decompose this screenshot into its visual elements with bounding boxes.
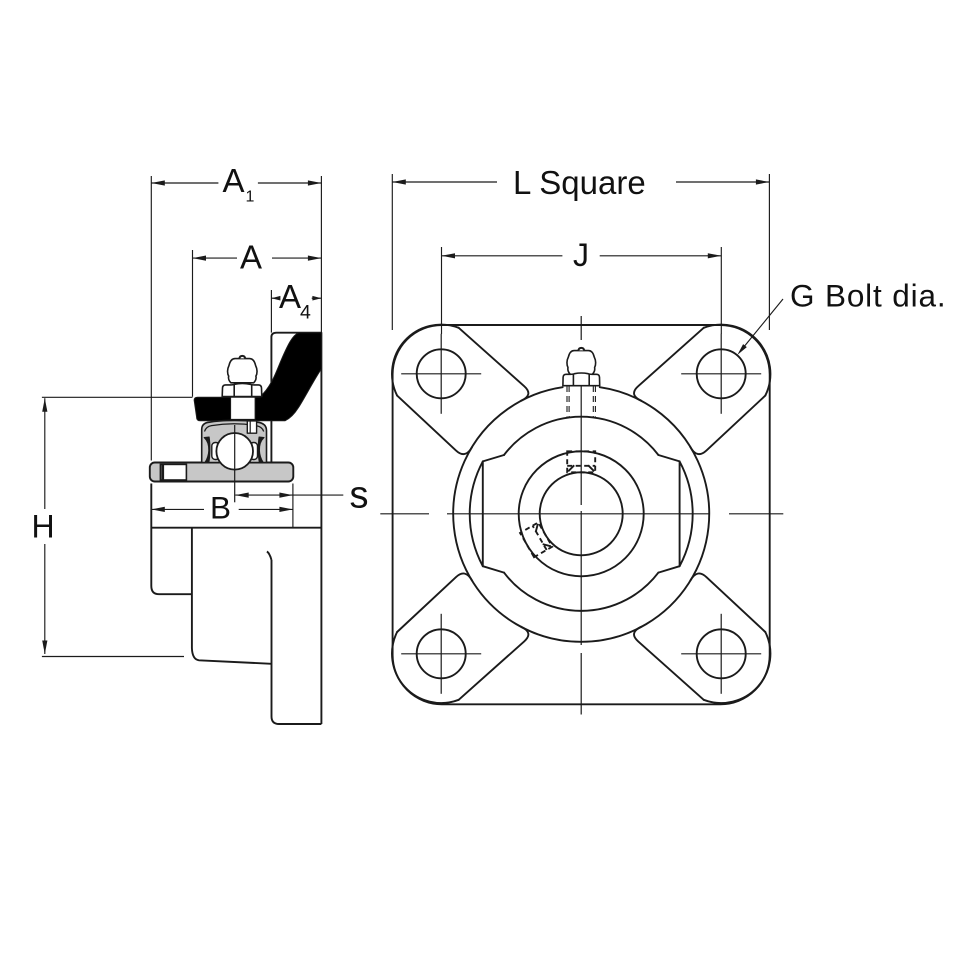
- svg-text:A: A: [240, 238, 262, 275]
- svg-text:G Bolt dia.: G Bolt dia.: [790, 278, 946, 314]
- svg-text:s: s: [350, 474, 369, 516]
- svg-text:A: A: [279, 278, 301, 315]
- svg-text:4: 4: [300, 302, 311, 324]
- svg-text:H: H: [32, 508, 55, 544]
- svg-text:L Square: L Square: [513, 164, 646, 201]
- svg-text:B: B: [210, 490, 231, 526]
- svg-text:1: 1: [246, 189, 255, 206]
- svg-text:J: J: [573, 237, 589, 273]
- svg-text:A: A: [223, 162, 245, 199]
